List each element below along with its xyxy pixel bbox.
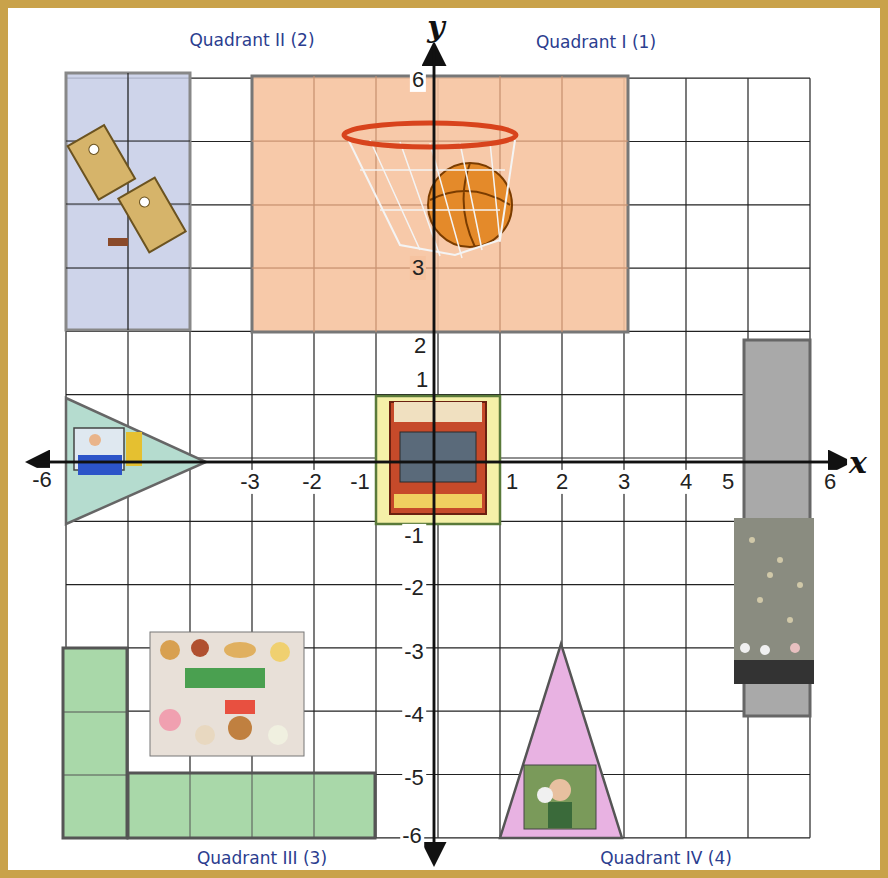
quadrant-label: Quadrant IV (4) <box>598 849 734 868</box>
tick-number: -6 <box>30 468 54 492</box>
y-axis <box>433 46 436 862</box>
cornhole-region <box>66 73 190 330</box>
tick-number: 5 <box>720 470 736 494</box>
tick-number: -1 <box>402 524 426 548</box>
tick-number: -2 <box>300 470 324 494</box>
food-region <box>63 632 375 838</box>
quadrant-label: Quadrant I (1) <box>534 33 658 52</box>
quadrant-label: Quadrant II (2) <box>187 31 316 50</box>
ticket-booth-region <box>376 396 500 524</box>
tick-number: -5 <box>402 766 426 790</box>
photo-region <box>500 644 622 838</box>
tick-number: -2 <box>402 576 426 600</box>
tick-number: -3 <box>238 470 262 494</box>
axis-label: y <box>425 10 446 43</box>
tick-number: -3 <box>402 640 426 664</box>
tick-number: 4 <box>678 470 694 494</box>
climbing-wall-region <box>734 340 814 716</box>
tick-number: 1 <box>414 368 430 392</box>
axis-label: x <box>847 446 869 479</box>
tick-number: 3 <box>616 470 632 494</box>
tick-number: 6 <box>822 470 838 494</box>
grid-line <box>685 78 686 838</box>
tick-number: 3 <box>410 256 426 280</box>
tick-number: 6 <box>410 68 426 92</box>
x-axis <box>30 461 848 464</box>
basketball-region <box>252 76 628 332</box>
tick-number: 2 <box>554 470 570 494</box>
tick-number: 1 <box>504 470 520 494</box>
x-axis <box>30 461 848 464</box>
frame <box>4 4 884 874</box>
y-axis <box>433 46 436 862</box>
tick-number: -6 <box>400 824 424 848</box>
tick-number: -4 <box>402 703 426 727</box>
tick-number: 2 <box>412 334 428 358</box>
tick-number: -1 <box>348 470 372 494</box>
quadrant-label: Quadrant III (3) <box>195 849 329 868</box>
